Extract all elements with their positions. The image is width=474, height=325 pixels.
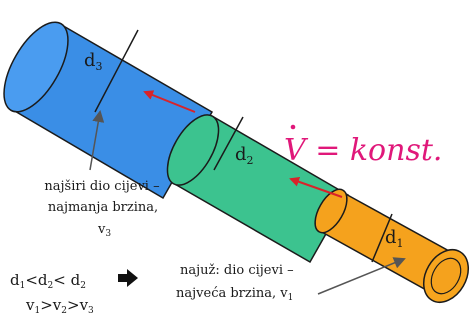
narrowest-line-2: najveća brzina, v1 <box>176 286 293 303</box>
annotation-widest: najširi dio cijevi – najmanja brzina, v3 <box>44 179 159 239</box>
v-dot-mark <box>290 124 296 130</box>
flow-arrow-1 <box>289 176 343 198</box>
velocity-relation: v1>v2>v3 <box>25 296 94 316</box>
label-d3: d3 <box>84 50 103 73</box>
diameter-line-d3 <box>94 29 139 113</box>
implies-arrow-icon <box>118 269 138 287</box>
equation-text: V = konst. <box>284 133 442 168</box>
diameter-relation: d1<d2< d2 <box>10 271 86 291</box>
widest-line-3: v3 <box>97 222 111 239</box>
pointer-narrowest <box>317 257 406 295</box>
annotation-narrowest: najuž: dio cijevi – najveća brzina, v1 <box>176 263 294 303</box>
diameter-line-d2 <box>213 116 244 171</box>
label-d2: d2 <box>235 144 254 167</box>
pipe-section-3 <box>3 21 214 200</box>
relations: d1<d2< d2 v1>v2>v3 <box>10 269 138 316</box>
pointer-widest <box>89 110 105 171</box>
pipe-section-2 <box>166 114 350 264</box>
widest-line-2: najmanja brzina, <box>48 200 158 215</box>
widest-line-1: najširi dio cijevi – <box>44 179 159 194</box>
flow-rate-equation: V = konst. <box>284 124 442 168</box>
label-d1: d1 <box>385 227 404 250</box>
flow-arrow-3 <box>143 90 196 113</box>
diameter-line-d1 <box>371 213 393 263</box>
pipe-section-1 <box>314 188 470 303</box>
narrowest-line-1: najuž: dio cijevi – <box>180 263 294 278</box>
